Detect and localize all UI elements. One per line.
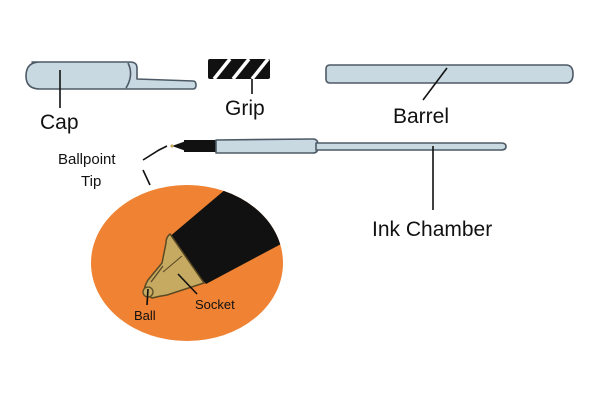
grip-label: Grip — [225, 97, 265, 120]
ink-refill-part — [170, 138, 507, 154]
cap-part — [25, 61, 197, 90]
zoom-detail: Ball Socket — [91, 185, 283, 341]
ballpoint-tip-leader — [142, 145, 168, 161]
ballpoint-tip-label-line1: Ballpoint — [58, 151, 116, 168]
ink-chamber-label: Ink Chamber — [372, 218, 492, 241]
barrel-leader — [422, 67, 448, 101]
ballpoint-tip-label-line2: Tip — [81, 173, 101, 190]
barrel-label: Barrel — [393, 105, 449, 128]
cap-body — [25, 61, 197, 90]
ball-leader — [146, 288, 149, 306]
ball-label: Ball — [134, 308, 156, 323]
barrel-part — [325, 64, 574, 84]
socket-leader — [177, 273, 198, 295]
zoom-leader — [142, 169, 151, 186]
socket-label: Socket — [195, 297, 235, 312]
grip-part — [208, 57, 270, 81]
cap-label: Cap — [40, 111, 79, 134]
